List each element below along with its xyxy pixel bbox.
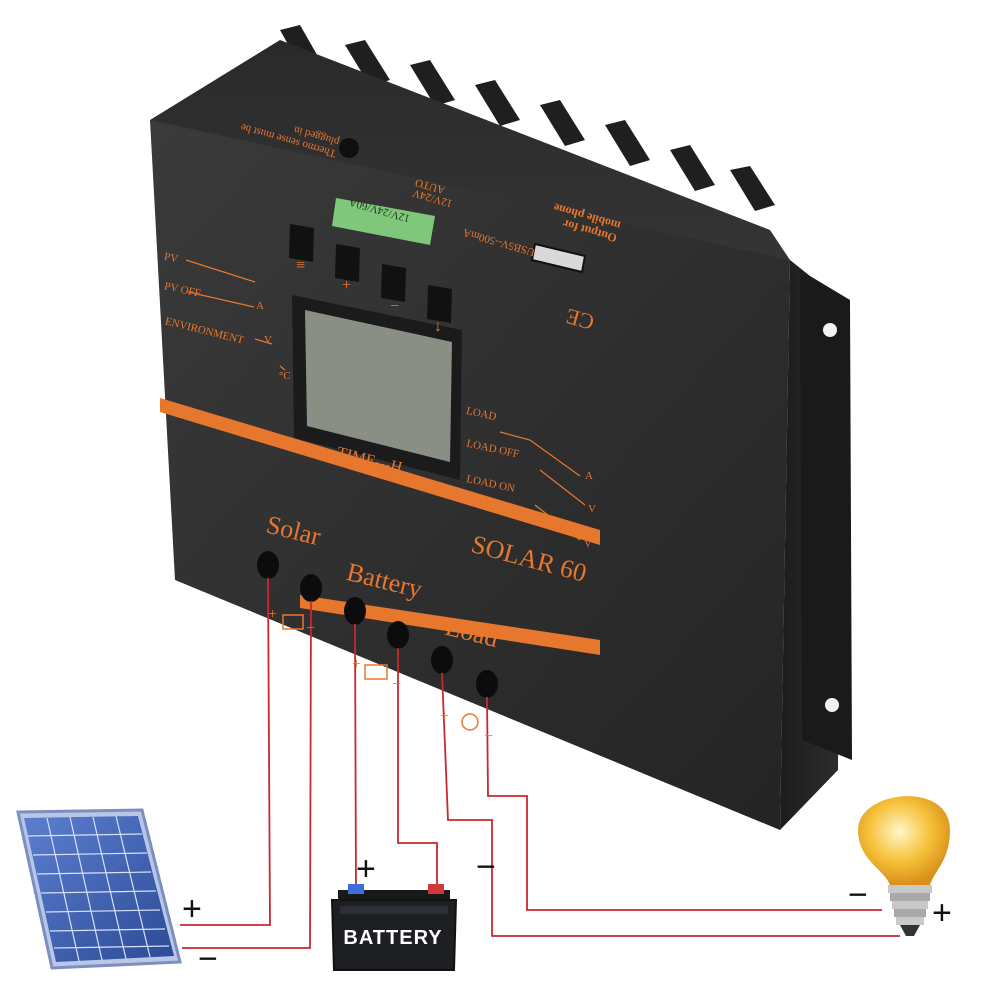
usb-port[interactable] [530,242,587,274]
battery-minus-sign: − [476,848,496,886]
sensor-port [339,138,359,158]
unit-v-right-2: V [584,538,592,550]
wire-load-minus [486,696,882,911]
heatsink-fins [280,25,775,211]
battery-label: BATTERY [343,927,443,949]
plus-button[interactable] [335,244,360,282]
readout-lines [185,259,586,541]
battery-plus-sign: + [356,850,376,888]
wire-load-plus [441,672,900,937]
light-bulb [858,796,950,936]
wire-solar-minus [182,600,312,949]
down-button[interactable] [427,285,452,323]
load-plus-mark: + [440,708,450,725]
unit-c-left: °C [279,370,291,382]
bulb-plus-sign: + [932,894,952,932]
load-minus-terminal[interactable] [476,670,498,698]
minus-button-symbol: − [390,298,400,315]
terminals [257,551,498,698]
wire-battery-plus [354,623,357,896]
bulb-symbol-icon [461,713,479,731]
controller-front-face [150,120,790,830]
solar-minus-terminal[interactable] [300,574,322,602]
buttons [289,224,452,323]
load-plus-terminal[interactable] [431,646,453,674]
panel-minus-sign: − [198,940,218,978]
unit-v-right-1: V [588,503,596,515]
menu-button-symbol: ≡ [296,257,306,274]
wire-solar-plus [180,577,271,926]
load-minus-mark: − [484,728,494,745]
wire-battery-minus [397,648,438,895]
battery-minus-terminal[interactable] [387,621,409,649]
solar-plus-terminal[interactable] [257,551,279,579]
solar-panel [16,808,182,970]
solar-panel-symbol-icon [282,614,304,630]
readout-pv: PV [162,250,180,266]
battery-minus-mark: − [392,676,402,693]
battery-plus-mark: + [352,656,362,673]
down-button-symbol: ↓ [434,318,442,335]
unit-a-left: A [256,300,264,312]
mounting-bracket [800,270,852,760]
bulb-minus-sign: − [848,876,868,914]
accent-stripe-bottom [300,595,600,655]
minus-button[interactable] [381,264,406,302]
battery [330,884,458,971]
battery-plus-terminal[interactable] [344,597,366,625]
unit-a-right: A [585,470,593,482]
rating-sticker [332,198,435,245]
unit-v-left: V [264,334,272,346]
lcd-screen [305,310,452,462]
accent-stripe-top [160,398,600,545]
panel-plus-sign: + [182,890,202,928]
terminal-symbols [282,614,479,731]
menu-button[interactable] [289,224,314,262]
battery-symbol-icon [364,664,388,680]
wires [180,577,900,949]
plus-button-symbol: + [342,277,352,294]
solar-plus-mark: + [268,606,278,623]
solar-minus-mark: − [306,620,316,637]
